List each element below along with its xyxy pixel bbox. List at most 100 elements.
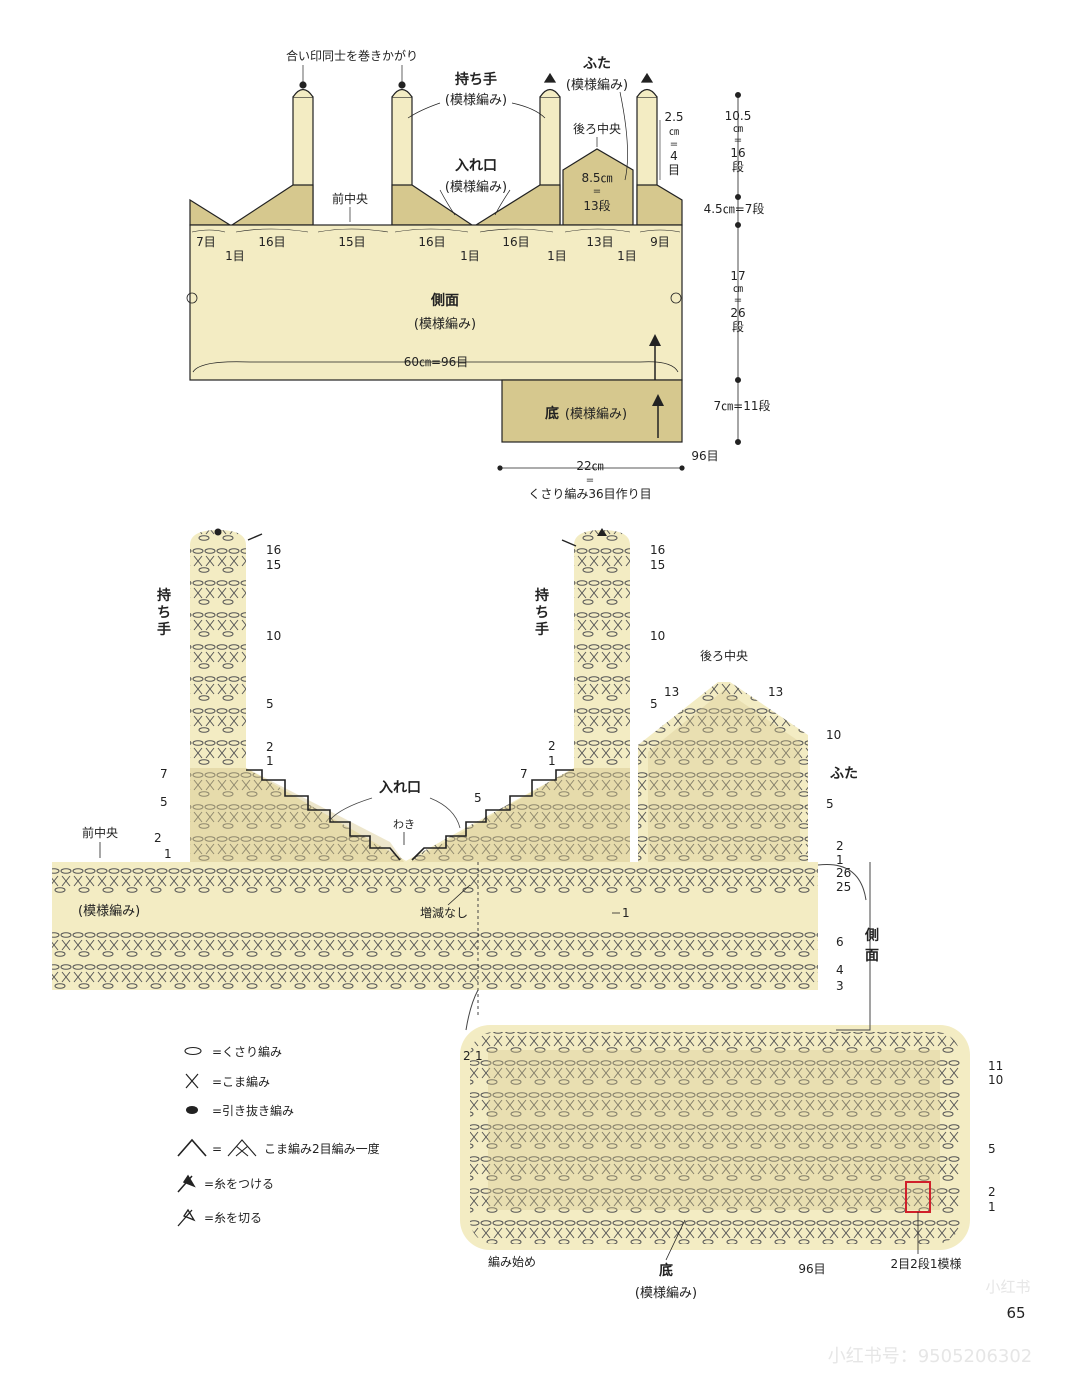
back-center-label: 後ろ中央 <box>573 121 621 136</box>
side-row-3: 3 <box>836 979 844 993</box>
count-16a: 16目 <box>258 235 285 249</box>
legend-slip: =引き抜き編み <box>212 1103 294 1118</box>
lid-dim-1: 8.5㎝ <box>581 171 612 185</box>
schematic-labels: 合い印同士を巻きかがり 持ち手 (模様編み) ふた (模様編み) 後ろ中央 8.… <box>196 48 770 501</box>
handle-label-r3: 手 <box>535 621 549 638</box>
watermark-text: 小红书号：9505206302 <box>828 1346 1033 1367</box>
bottom-chart-sub: (模様編み) <box>635 1285 697 1301</box>
count-1c: 1目 <box>547 249 567 263</box>
side-row-4: 4 <box>836 963 844 977</box>
rdim-3a: 17 <box>730 269 745 283</box>
opening-sub: (模様編み) <box>445 179 507 195</box>
mid-row-5: 5 <box>474 791 482 805</box>
legend: =くさり編み =こま編み =引き抜き編み = こま編み2目編み一度 =糸をつける… <box>177 1044 380 1227</box>
handle-dim-5: 目 <box>668 163 680 177</box>
bottom-row-2: 2 <box>988 1185 996 1199</box>
front-center-chart: 前中央 <box>82 825 118 840</box>
handle-label-r2: ち <box>535 605 549 621</box>
chart-labels: 持 ち 手 持 ち 手 16 15 10 5 2 1 16 15 10 5 後ろ… <box>78 543 1003 1301</box>
rdim-1e: 段 <box>732 159 744 174</box>
rdim-4: 7㎝=11段 <box>714 398 771 413</box>
rdim-1c: = <box>734 135 742 146</box>
schematic <box>186 65 741 471</box>
lid-chart-label: ふた <box>830 766 858 782</box>
handle-label-l3: 手 <box>157 621 171 638</box>
left-row-7: 7 <box>160 767 168 781</box>
lid-row-1: 1 <box>836 853 844 867</box>
lh-row-5: 5 <box>266 697 274 711</box>
legend-chain: =くさり編み <box>212 1044 282 1059</box>
side-row-6: 6 <box>836 935 844 949</box>
bottom-width-1: 22㎝ <box>576 459 603 473</box>
handle-label-l2: ち <box>157 605 171 621</box>
watermark-logo: 小红书 <box>985 1278 1030 1296</box>
bottom-row-10: 10 <box>988 1073 1003 1087</box>
bottom-count-label: 96目 <box>798 1262 825 1276</box>
count-7: 7目 <box>196 235 216 249</box>
slip-symbol-icon <box>186 1106 198 1114</box>
rh-row-15: 15 <box>650 558 665 572</box>
chain-symbol-icon <box>184 1046 202 1056</box>
rdim-3e: 段 <box>732 319 744 334</box>
side-title: 側面 <box>430 292 459 309</box>
legend-dec: = <box>212 1142 222 1156</box>
rh-row-5: 5 <box>650 697 658 711</box>
bottom-width-3: くさり編み36目作り目 <box>528 486 651 501</box>
bottom-count: 96目 <box>691 449 718 463</box>
handle-dim-2: ㎝ <box>669 127 679 138</box>
count-16b: 16目 <box>418 235 445 249</box>
sew-note: 合い印同士を巻きかがり <box>286 48 418 63</box>
minus-one-label: 1 <box>622 906 630 920</box>
count-16c: 16目 <box>502 235 529 249</box>
cut-symbol-icon <box>177 1208 196 1227</box>
rdim-1a: 10.5 <box>725 109 752 123</box>
no-change-label: 増減なし <box>420 905 468 920</box>
rdim-1b: ㎝ <box>733 124 743 135</box>
repeat-label: 2目2段1模様 <box>891 1256 962 1271</box>
lid-row-2: 2 <box>836 839 844 853</box>
rdim-2: 4.5㎝=7段 <box>704 201 765 216</box>
legend-join: =糸をつける <box>204 1177 274 1191</box>
join-symbol-icon <box>177 1174 196 1193</box>
side-row-26: 26 <box>836 866 851 880</box>
lid-dim-3: 13段 <box>583 198 610 213</box>
lh-row-16: 16 <box>266 543 281 557</box>
mid-row-2: 2 <box>548 739 556 753</box>
count-1a: 1目 <box>225 249 245 263</box>
bottom-sub: (模様編み) <box>565 406 627 422</box>
bottom-chart-title: 底 <box>659 1262 673 1279</box>
count-9: 9目 <box>650 235 670 249</box>
lid-row-5: 5 <box>826 797 834 811</box>
handle-sub: (模様編み) <box>445 92 507 108</box>
count-1d: 1目 <box>617 249 637 263</box>
opening-title: 入れ口 <box>455 158 497 174</box>
side-width: 60㎝=96目 <box>404 355 469 369</box>
lid-row-13r: 13 <box>768 685 783 699</box>
stitch-chart <box>52 528 970 1250</box>
legend-sc: =こま編み <box>212 1074 270 1089</box>
opening-chart-label: 入れ口 <box>379 780 421 796</box>
bottom-width-2: = <box>586 475 594 486</box>
handle-dim-1: 2.5 <box>664 110 683 124</box>
lh-row-10: 10 <box>266 629 281 643</box>
handle-title: 持ち手 <box>455 71 497 88</box>
page-number: 65 <box>1006 1304 1025 1322</box>
side-label-1: 側 <box>864 927 879 944</box>
mid-row-7: 7 <box>520 767 528 781</box>
rh-row-10: 10 <box>650 629 665 643</box>
dec2-symbol-icon <box>227 1139 257 1157</box>
front-center-label: 前中央 <box>332 191 368 206</box>
legend-cut: =糸を切る <box>204 1211 262 1225</box>
rh-row-16: 16 <box>650 543 665 557</box>
bottom-left-row-1: 1 <box>475 1049 483 1063</box>
start-label: 編み始め <box>488 1254 536 1269</box>
side-sub: (模様編み) <box>414 316 476 332</box>
side-label-2: 面 <box>865 948 879 964</box>
sc-symbol-icon <box>185 1073 199 1089</box>
lid-sub: (模様編み) <box>566 77 628 93</box>
bottom-title: 底 <box>545 405 559 422</box>
rdim-3c: = <box>734 295 742 306</box>
lh-row-2: 2 <box>266 740 274 754</box>
bottom-row-5: 5 <box>988 1142 996 1156</box>
